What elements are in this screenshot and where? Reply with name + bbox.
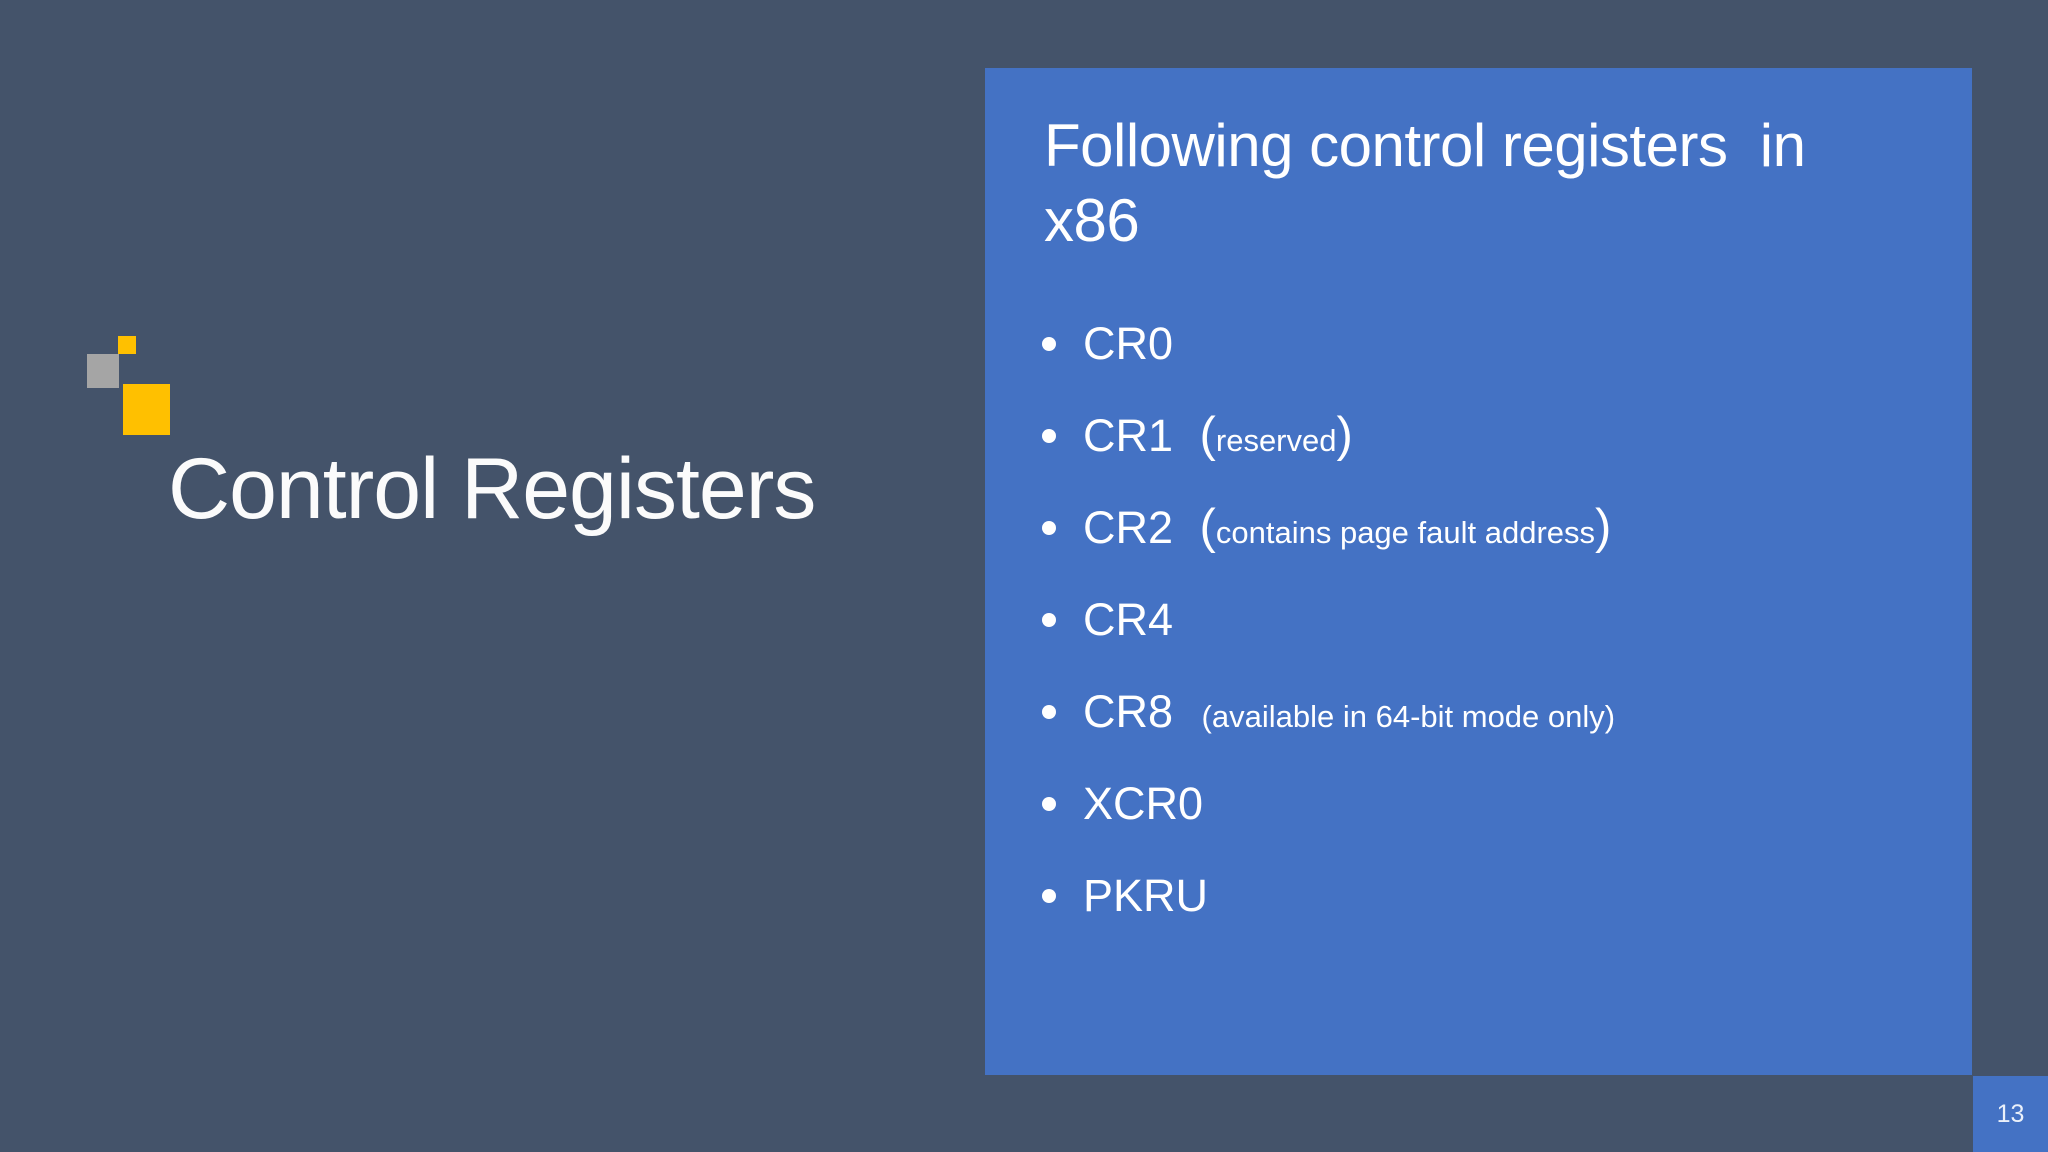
bullet-paren-close: ) bbox=[1595, 500, 1612, 554]
bullet-paren-open: ( bbox=[1199, 408, 1216, 462]
bullet-note: (available in 64-bit mode only) bbox=[1201, 699, 1616, 734]
panel-heading: Following control registers in x86 bbox=[1044, 112, 1806, 254]
bullet-dot-icon bbox=[1042, 797, 1056, 811]
bullet-dot-icon bbox=[1042, 889, 1056, 903]
bullet-item-xcr0: XCR0 bbox=[1042, 760, 1615, 852]
bullet-label: XCR0 bbox=[1083, 778, 1204, 829]
bullet-label: CR1 bbox=[1083, 410, 1174, 461]
bullet-dot-icon bbox=[1042, 521, 1056, 535]
bullet-item-cr1: CR1 (reserved) bbox=[1042, 392, 1615, 484]
deco-square-small-yellow bbox=[118, 336, 136, 354]
bullet-dot-icon bbox=[1042, 337, 1056, 351]
bullet-item-cr2: CR2 (contains page fault address) bbox=[1042, 484, 1615, 576]
bullet-label: CR4 bbox=[1083, 594, 1174, 645]
bullet-dot-icon bbox=[1042, 429, 1056, 443]
bullet-list: CR0 CR1 (reserved) CR2 (contains page fa… bbox=[1042, 300, 1615, 944]
bullet-dot-icon bbox=[1042, 705, 1056, 719]
bullet-dot-icon bbox=[1042, 613, 1056, 627]
page-number-badge: 13 bbox=[1973, 1076, 2048, 1152]
deco-square-big-yellow bbox=[123, 384, 170, 435]
page-number: 13 bbox=[1996, 1099, 2025, 1128]
bullet-item-cr8: CR8 (available in 64-bit mode only) bbox=[1042, 668, 1615, 760]
bullet-label: CR8 bbox=[1083, 686, 1174, 737]
bullet-note: contains page fault address bbox=[1215, 515, 1596, 550]
bullet-label: CR2 bbox=[1083, 502, 1174, 553]
bullet-note: reserved bbox=[1215, 423, 1337, 458]
content-panel: Following control registers in x86 CR0 C… bbox=[985, 68, 1972, 1075]
bullet-item-cr0: CR0 bbox=[1042, 300, 1615, 392]
bullet-label: CR0 bbox=[1083, 318, 1174, 369]
bullet-paren-open: ( bbox=[1199, 500, 1216, 554]
bullet-paren-close: ) bbox=[1336, 408, 1353, 462]
deco-square-gray bbox=[87, 354, 119, 388]
bullet-item-pkru: PKRU bbox=[1042, 852, 1615, 944]
bullet-item-cr4: CR4 bbox=[1042, 576, 1615, 668]
slide-title: Control Registers bbox=[168, 441, 816, 537]
bullet-label: PKRU bbox=[1083, 870, 1209, 921]
